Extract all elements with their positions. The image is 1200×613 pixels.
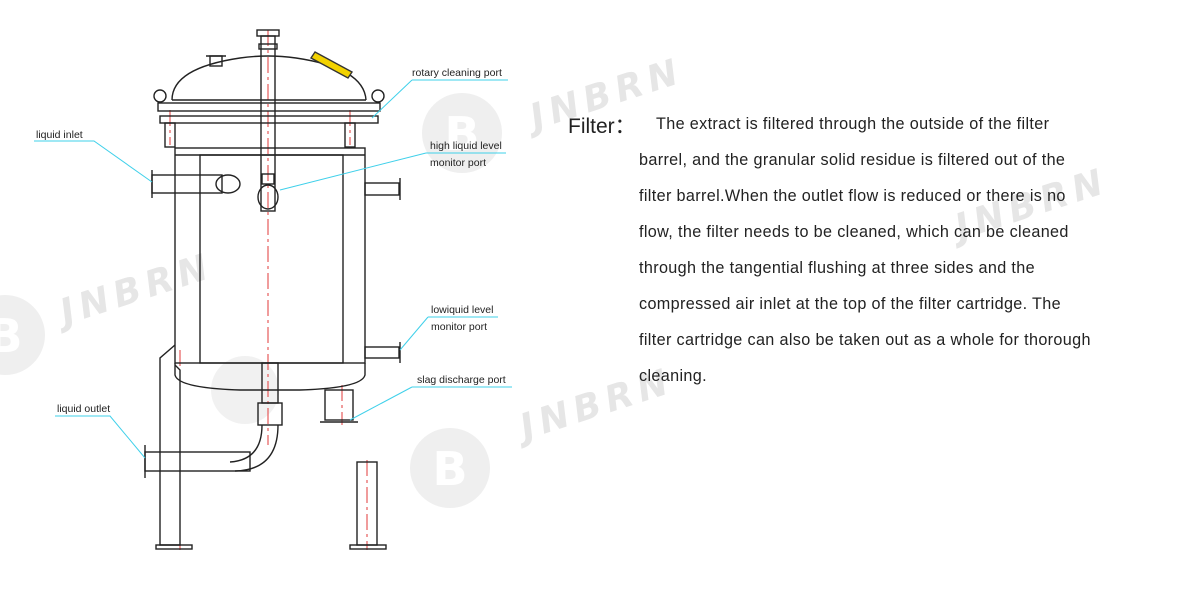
- label-low-level-monitor-port: monitor port: [431, 321, 487, 333]
- label-liquid-inlet: liquid inlet: [36, 129, 83, 141]
- label-slag-discharge-port: slag discharge port: [417, 374, 506, 386]
- leader-lines: [34, 79, 512, 459]
- label-liquid-outlet: liquid outlet: [57, 403, 110, 415]
- filter-vessel: [144, 29, 401, 550]
- description-line: cleaning.: [639, 367, 707, 385]
- description-title: Filter：: [568, 115, 636, 138]
- watermark-logo: B: [0, 295, 45, 375]
- watermark-logo-letter: B: [444, 107, 479, 161]
- label-high-level-monitor-port: monitor port: [430, 157, 486, 169]
- label-high-liquid-level: high liquid level: [430, 140, 502, 152]
- label-low-liquid-level: lowiquid level: [431, 304, 493, 316]
- description-line: through the tangential flushing at three…: [639, 259, 1035, 277]
- diagram-labels: rotary cleaning port liquid inlet high l…: [36, 67, 506, 415]
- watermark-logo-letter: B: [0, 309, 23, 363]
- description-line: filter cartridge can also be taken out a…: [639, 331, 1091, 349]
- watermark-text: JNBRN: [49, 245, 218, 335]
- watermark-logo-letter: B: [432, 442, 467, 496]
- description-line: compressed air inlet at the top of the f…: [639, 295, 1061, 313]
- description-line: The extract is filtered through the outs…: [656, 115, 1050, 133]
- description-line: barrel, and the granular solid residue i…: [639, 151, 1066, 169]
- description-line: filter barrel.When the outlet flow is re…: [639, 187, 1066, 205]
- description-line: flow, the filter needs to be cleaned, wh…: [639, 223, 1069, 241]
- label-rotary-cleaning-port: rotary cleaning port: [412, 67, 502, 79]
- watermark-logo: B: [410, 428, 490, 508]
